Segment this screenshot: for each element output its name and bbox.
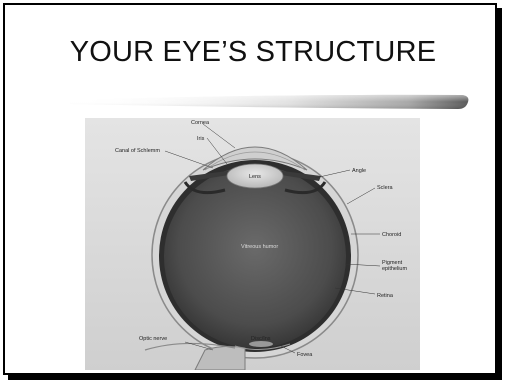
label-iris: Iris (197, 136, 205, 142)
slide-shadow-right (497, 8, 502, 377)
vitreous-shape (164, 166, 346, 348)
eye-diagram: Cornea Iris Canal of Schlemm Lens Angle … (85, 118, 420, 370)
label-disc: Disc/Ins (251, 336, 271, 342)
label-fovea: Fovea (297, 352, 313, 358)
label-angle: Angle (352, 168, 366, 174)
label-lens: Lens (249, 174, 261, 180)
eye-diagram-figure: Cornea Iris Canal of Schlemm Lens Angle … (85, 118, 420, 370)
label-epithelium: epithelium (382, 266, 407, 272)
label-canal-of-schlemm: Canal of Schlemm (115, 148, 160, 154)
label-retina: Retina (377, 293, 394, 299)
title-swoosh-decoration (70, 90, 470, 114)
label-optic-nerve: Optic nerve (139, 336, 167, 342)
label-cornea: Cornea (191, 120, 210, 126)
label-sclera: Sclera (377, 185, 394, 191)
slide-shadow-bottom (8, 375, 502, 380)
label-choroid: Choroid (382, 232, 401, 238)
slide-title: YOUR EYE’S STRUCTURE (20, 36, 486, 69)
label-vitreous-humor: Vitreous humor (241, 244, 278, 250)
